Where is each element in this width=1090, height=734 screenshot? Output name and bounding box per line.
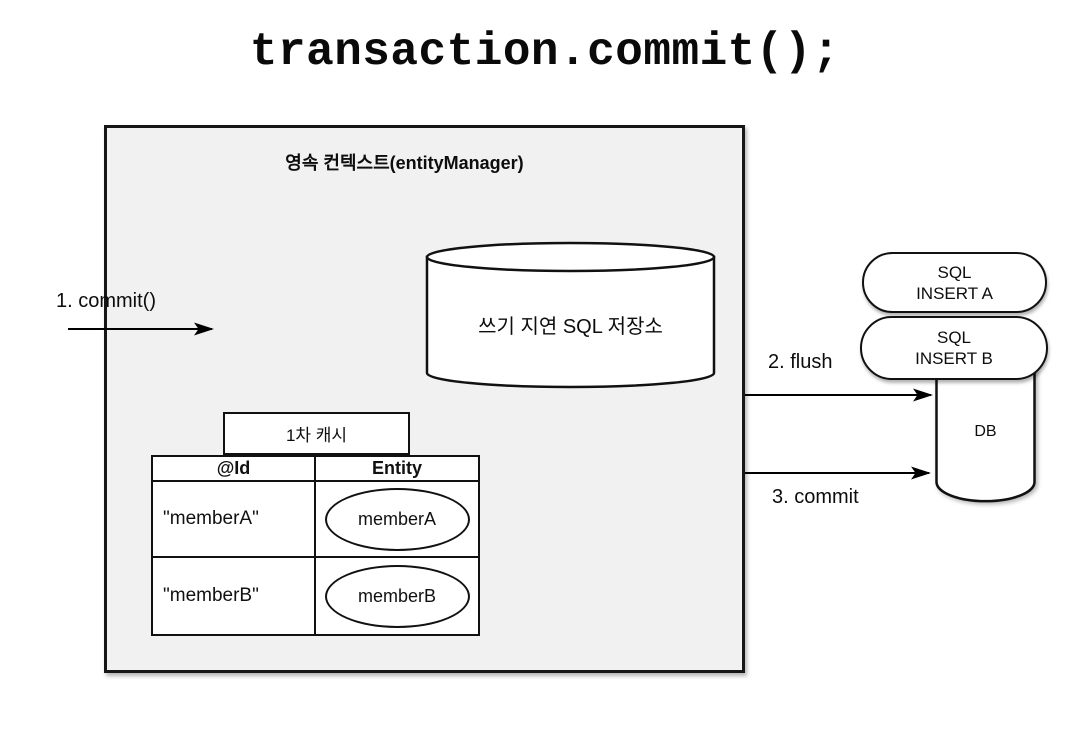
entity-label: memberB [357,585,437,606]
first-level-cache-label-box: 1차 캐시 [223,412,410,455]
flush-label: 2. flush [768,351,833,373]
cache-table-header-entity: Entity [316,457,478,482]
first-level-cache-table: @Id Entity "memberA" memberA "memberB" m… [151,455,480,636]
cylinder-shape [425,241,716,389]
write-behind-storage-label: 쓰기 지연 SQL 저장소 [478,316,663,338]
entity-cell: memberA [316,482,478,558]
entity-label: memberA [357,508,437,529]
persistence-context-box: 영속 컨텍스트(entityManager) 쓰기 지연 SQL 저장소 1차 … [104,125,745,673]
commit-call-label: 1. commit() [56,290,156,312]
sql-insert-a-line1: SQL [937,262,972,282]
sql-insert-b-line2: INSERT B [915,349,993,368]
commit-label: 3. commit [772,486,859,508]
sql-insert-a-line2: INSERT A [916,283,993,303]
entity-cell: memberB [316,558,478,634]
cache-table-header-id: @Id [153,457,316,482]
diagram-title: transaction.commit(); [249,26,841,78]
entity-ellipse: memberA [324,487,470,551]
sql-insert-b-line1: SQL [936,328,972,347]
member-id-cell: "memberB" [153,558,316,634]
first-level-cache-label: 1차 캐시 [285,426,348,445]
write-behind-storage-cylinder: 쓰기 지연 SQL 저장소 [425,240,716,403]
member-id-cell: "memberA" [153,482,316,558]
persistence-context-label: 영속 컨텍스트(entityManager) [285,153,524,173]
entity-ellipse: memberB [324,564,470,628]
db-label: DB [974,422,997,440]
sql-insert-b-pill: SQL INSERT B [860,316,1048,380]
cylinder-shape [935,362,1036,503]
db-cylinder: DB [935,362,1036,507]
sql-insert-a-pill: SQL INSERT A [862,252,1047,313]
